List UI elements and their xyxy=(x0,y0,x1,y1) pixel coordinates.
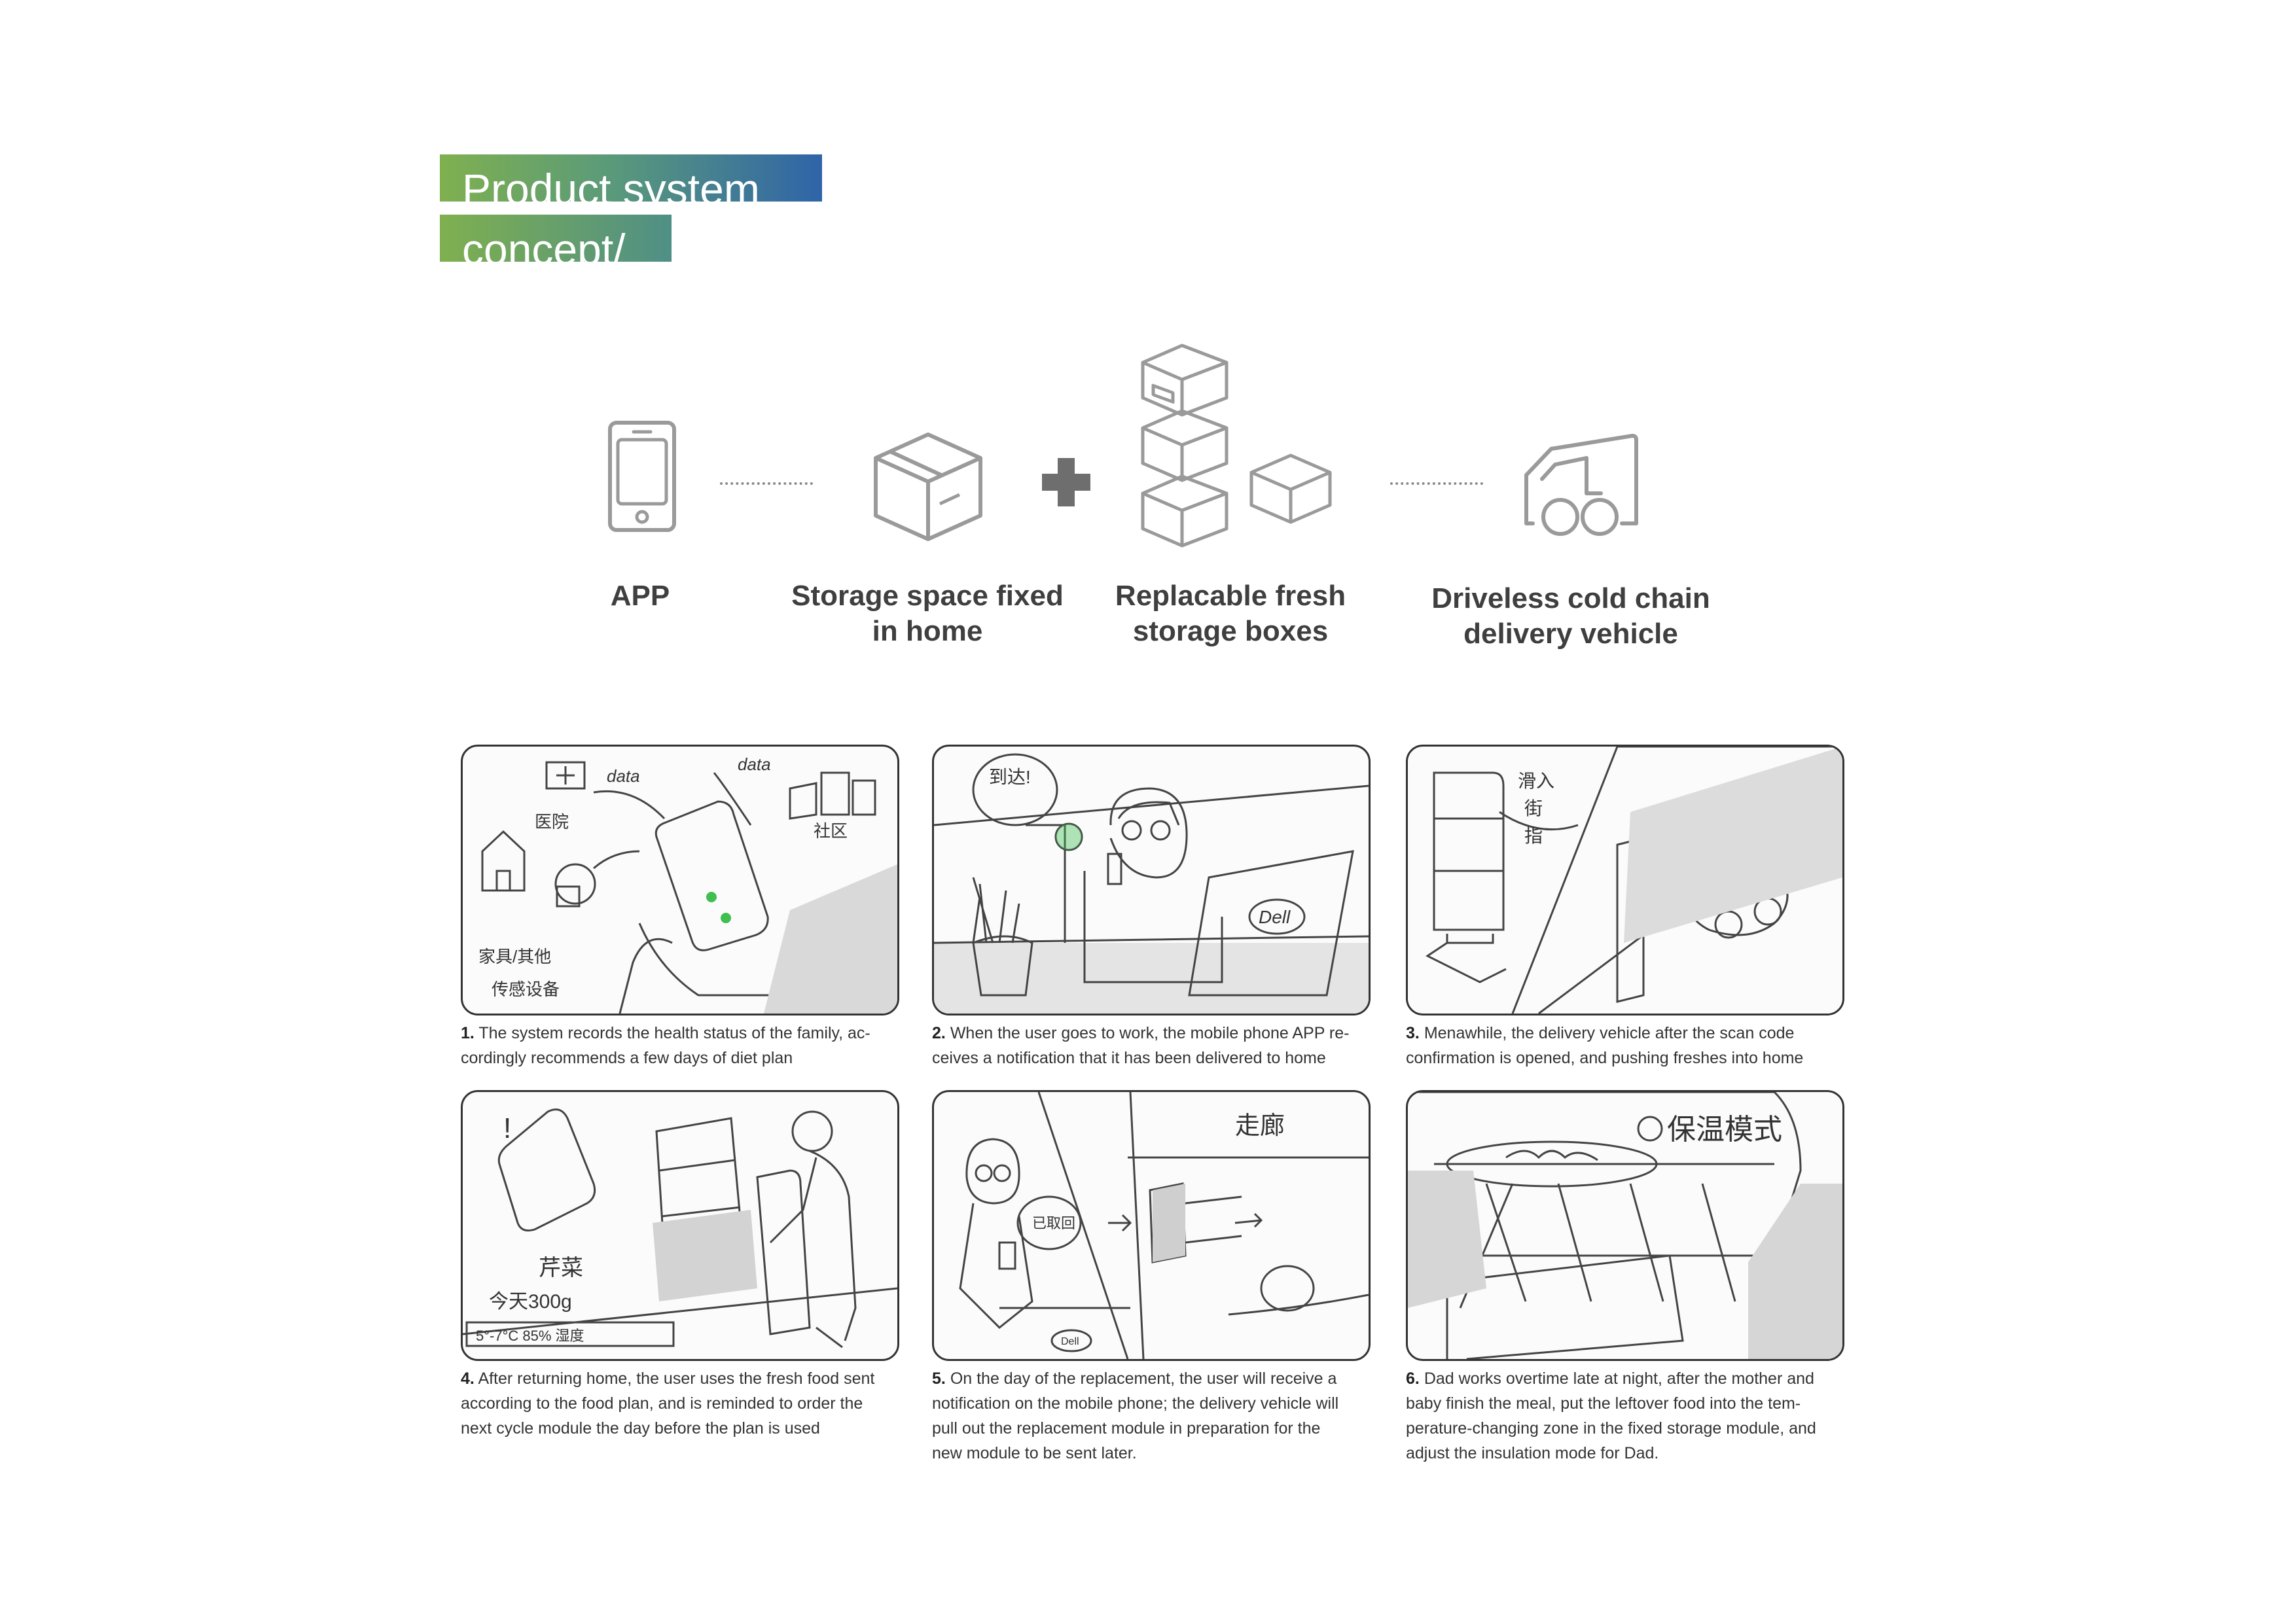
storyboard-panel-2: 到达! Dell xyxy=(932,745,1371,1015)
box-icon xyxy=(872,431,984,543)
sketch-label-data-2: data xyxy=(738,754,771,774)
sketch-label-exclamation: ! xyxy=(503,1112,511,1144)
concept-label-storage-space: Storage space fixed in home xyxy=(791,580,1064,647)
storyboard-panel-1: data data 医院 社区 家具/其他 传感设备 xyxy=(461,745,899,1015)
sketch-label-dell-laptop: Dell xyxy=(1061,1336,1079,1347)
sketch-label-corridor: 走廊 xyxy=(1235,1112,1285,1140)
caption-text-6: Dad works overtime late at night, after … xyxy=(1406,1369,1816,1462)
delivery-vehicle-icon xyxy=(1524,432,1640,539)
caption-number-5: 5. xyxy=(932,1369,946,1388)
sketch-label-data-1: data xyxy=(607,766,640,786)
connector-dots-2 xyxy=(1390,482,1483,485)
sketch-label-arrived: 到达! xyxy=(989,767,1031,787)
caption-text-2: When the user goes to work, the mobile p… xyxy=(932,1024,1350,1067)
stacked-boxes-icon xyxy=(1140,343,1343,559)
sketch-health-data: data data 医院 社区 家具/其他 传感设备 xyxy=(478,754,897,1014)
sketch-returning-home: ! 芹菜 今天300g 5°-7°C 85% 湿度 xyxy=(463,1108,897,1349)
sketch-label-guide: 指 xyxy=(1524,826,1543,846)
sketch-label-sensors: 传感设备 xyxy=(492,980,560,999)
sketch-replacement-day: 走廊 已取回 Dell xyxy=(959,1092,1369,1359)
caption-text-3: Menawhile, the delivery vehicle after th… xyxy=(1406,1024,1804,1067)
sketch-label-slide-in: 滑入 xyxy=(1518,771,1554,791)
sketch-label-celery: 芹菜 xyxy=(539,1256,583,1280)
caption-number-2: 2. xyxy=(932,1024,946,1042)
page-title-text-2: concept/ xyxy=(462,225,626,262)
storyboard-panel-3: 滑入 街 指 xyxy=(1406,745,1844,1015)
smartphone-icon xyxy=(607,420,677,533)
caption-text-4: After returning home, the user uses the … xyxy=(461,1369,875,1438)
sketch-label-hospital: 医院 xyxy=(535,812,569,832)
sketch-label-dell: Dell xyxy=(1259,907,1291,927)
concept-label-fresh-boxes: Replacable fresh storage boxes xyxy=(1115,580,1346,647)
storyboard-panel-5: 走廊 已取回 Dell xyxy=(932,1090,1371,1361)
sketch-vehicle-pushing: 滑入 街 指 xyxy=(1426,747,1842,1014)
sketch-label-home-devices: 家具/其他 xyxy=(478,947,551,966)
sketch-insulation-mode: 保温模式 xyxy=(1408,1092,1842,1359)
page-title-line-1: Product system xyxy=(440,154,822,202)
page-title-line-2: concept/ xyxy=(440,215,672,262)
caption-number-6: 6. xyxy=(1406,1369,1420,1388)
sketch-label-retrieved: 已取回 xyxy=(1032,1215,1075,1231)
page-title-text-1: Product system xyxy=(462,165,760,202)
storyboard-panel-4: ! 芹菜 今天300g 5°-7°C 85% 湿度 xyxy=(461,1090,899,1361)
storyboard-caption-5: 5. On the day of the replacement, the us… xyxy=(932,1366,1390,1466)
plus-icon xyxy=(1039,455,1093,509)
caption-number-3: 3. xyxy=(1406,1024,1420,1042)
storyboard-caption-2: 2. When the user goes to work, the mobil… xyxy=(932,1021,1390,1070)
concept-label-delivery-vehicle: Driveless cold chain delivery vehicle xyxy=(1431,582,1710,650)
sketch-label-community: 社区 xyxy=(814,821,848,841)
caption-number-4: 4. xyxy=(461,1369,475,1388)
connector-dots-1 xyxy=(720,482,813,485)
sketch-notification-at-work: 到达! Dell xyxy=(934,753,1369,1014)
sketch-label-temp-humidity: 5°-7°C 85% 湿度 xyxy=(476,1328,584,1344)
sketch-label-today-amount: 今天300g xyxy=(489,1291,572,1313)
caption-text-5: On the day of the replacement, the user … xyxy=(932,1369,1339,1462)
storyboard-caption-1: 1. The system records the health status … xyxy=(461,1021,919,1070)
storyboard-caption-3: 3. Menawhile, the delivery vehicle after… xyxy=(1406,1021,1864,1070)
storyboard-caption-6: 6. Dad works overtime late at night, aft… xyxy=(1406,1366,1864,1466)
sketch-label-street: 街 xyxy=(1524,798,1543,819)
caption-number-1: 1. xyxy=(461,1024,475,1042)
caption-text-1: The system records the health status of … xyxy=(461,1024,870,1067)
sketch-label-insulation-mode: 保温模式 xyxy=(1667,1114,1782,1146)
storyboard-panel-6: 保温模式 xyxy=(1406,1090,1844,1361)
storyboard-caption-4: 4. After returning home, the user uses t… xyxy=(461,1366,919,1441)
concept-label-app: APP xyxy=(610,580,670,612)
